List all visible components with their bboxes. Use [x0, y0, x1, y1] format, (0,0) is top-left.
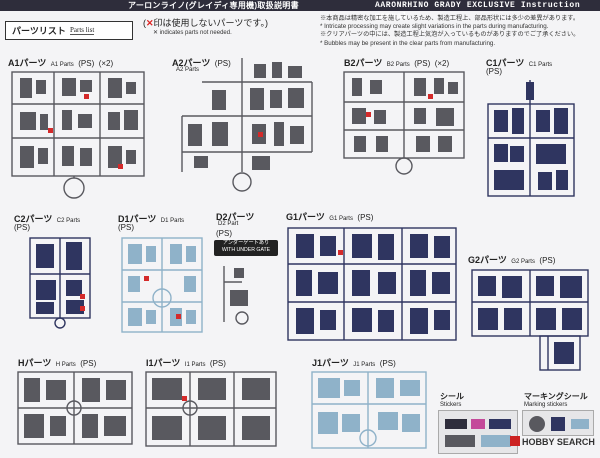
part-material: (PS): [379, 359, 396, 368]
under-gate-en: WITH UNDER GATE: [221, 247, 271, 253]
label-c2: C2パーツ C2 Parts: [14, 212, 80, 227]
parts-list-heading: パーツリスト Parts list: [5, 21, 133, 40]
part-name-jp: Hパーツ: [18, 358, 52, 368]
label-c1-material: (PS): [486, 67, 502, 76]
label-a2-en: A2 Parts: [176, 67, 200, 73]
sprue-c1: [487, 80, 575, 197]
marking-sheet: [522, 410, 594, 436]
label-b2: B2パーツ B2 Parts (PS) (×2): [344, 56, 449, 71]
under-gate-jp: アンダーゲートあり: [222, 240, 270, 246]
sprue-c2: [29, 237, 91, 329]
stickers-label-en: Stickers: [440, 402, 462, 408]
sprue-g2: [471, 269, 589, 371]
logo-icon: [510, 436, 520, 446]
marking-label-jp: マーキングシール: [524, 392, 588, 401]
sprue-h: [17, 371, 133, 445]
part-name-jp: C2パーツ: [14, 214, 53, 224]
note-line: ※本商品は精密な加工を施しているため、製造工程上、部品形状には多少の差異がありま…: [320, 15, 580, 22]
part-quantity: (×2): [98, 59, 114, 68]
label-d1-material: (PS): [118, 223, 134, 232]
part-material: (PS): [539, 256, 556, 265]
part-name-en: C2 Parts: [56, 218, 81, 224]
part-name-jp: A2パーツ: [172, 58, 211, 68]
manual-title-en: AARONRHINO GRADY EXCLUSIVE Instruction m…: [375, 1, 581, 21]
sprue-a1: [11, 71, 145, 199]
label-i1: I1パーツ I1 Parts (PS): [146, 356, 226, 371]
x-mark-icon: ✕: [146, 18, 154, 28]
note-line: * Intricate processing may create slight…: [320, 23, 549, 31]
label-c1: C1パーツ C1 Parts: [486, 56, 552, 71]
sprue-d2: [223, 266, 249, 325]
x-note-en: ✕ indicates parts not needed.: [153, 30, 232, 36]
sticker-sheet-graphic: [445, 419, 511, 447]
part-name-jp: D2パーツ: [216, 212, 255, 222]
label-c2-material: (PS): [14, 223, 30, 232]
part-name-en: G1 Parts: [329, 216, 353, 222]
stickers-label-jp: シール: [440, 392, 464, 401]
watermark-text: HOBBY SEARCH: [522, 437, 595, 447]
part-material: (PS): [357, 213, 374, 222]
watermark: HOBBY SEARCH: [510, 436, 595, 447]
label-a1: A1パーツ A1 Parts (PS) (×2): [8, 56, 113, 71]
label-g2: G2パーツ G2 Parts (PS): [468, 253, 555, 268]
sprue-d1: [121, 237, 203, 333]
sprue-j1: [311, 371, 427, 449]
x-note: (✕印は使用しないパーツです。): [143, 18, 268, 28]
part-name-en: A1 Parts: [50, 62, 74, 68]
sprue-a2: [181, 58, 313, 192]
part-material: (PS): [214, 59, 231, 68]
parts-list-jp: パーツリスト: [12, 26, 66, 36]
parts-list-en: Parts list: [70, 26, 95, 35]
sprue-b2: [343, 71, 465, 175]
note-line: * Bubbles may be present in the clear pa…: [320, 39, 496, 47]
part-material: (PS): [80, 359, 97, 368]
label-g1: G1パーツ G1 Parts (PS): [286, 210, 373, 225]
part-name-en: G2 Parts: [511, 259, 535, 265]
part-name-jp: A1パーツ: [8, 58, 47, 68]
part-name-en: J1 Parts: [353, 362, 376, 368]
x-note-jp: 印は使用しないパーツです。: [153, 18, 265, 28]
part-quantity: (×2): [434, 59, 450, 68]
part-name-jp: B2パーツ: [344, 58, 383, 68]
label-d2-en: D2 Part: [218, 221, 239, 227]
part-name-jp: C1パーツ: [486, 58, 525, 68]
label-d2-material: (PS): [216, 229, 232, 238]
part-name-jp: G1パーツ: [286, 212, 325, 222]
part-name-jp: D1パーツ: [118, 214, 157, 224]
sprue-g1: [287, 227, 457, 341]
note-line: ※クリアパーツの中には、製造工程上気泡が入っているものがありますのでご了承くださ…: [320, 31, 580, 39]
part-name-en: I1 Parts: [184, 362, 206, 368]
label-h: Hパーツ H Parts (PS): [18, 356, 96, 371]
manufacturing-notes: ※本商品は精密な加工を施しているため、製造工程上、部品形状には多少の差異がありま…: [320, 15, 598, 48]
manual-title-jp: アーロンライノ(グレイディ専用機)取扱説明書: [128, 1, 299, 10]
part-name-en: B2 Parts: [386, 62, 410, 68]
marking-label-en: Marking stickers: [524, 402, 568, 408]
part-name-jp: J1パーツ: [312, 358, 349, 368]
part-material: (PS): [78, 59, 95, 68]
label-d1: D1パーツ D1 Parts: [118, 212, 184, 227]
label-d2: D2パーツ: [216, 210, 254, 223]
marking-sheet-graphic: [529, 416, 589, 432]
part-name-en: D1 Parts: [160, 218, 185, 224]
sprue-i1: [145, 371, 277, 447]
part-name-jp: G2パーツ: [468, 255, 507, 265]
label-a2: A2パーツ (PS): [172, 56, 231, 69]
sticker-sheet: [438, 410, 518, 454]
part-name-jp: I1パーツ: [146, 358, 181, 368]
label-j1: J1パーツ J1 Parts (PS): [312, 356, 396, 371]
part-material: (PS): [414, 59, 431, 68]
part-name-en: H Parts: [55, 362, 76, 368]
top-bar: アーロンライノ(グレイディ専用機)取扱説明書 AARONRHINO GRADY …: [0, 0, 600, 21]
under-gate-badge: アンダーゲートあり WITH UNDER GATE: [214, 240, 278, 256]
part-material: (PS): [209, 359, 226, 368]
part-name-en: C1 Parts: [528, 62, 553, 68]
